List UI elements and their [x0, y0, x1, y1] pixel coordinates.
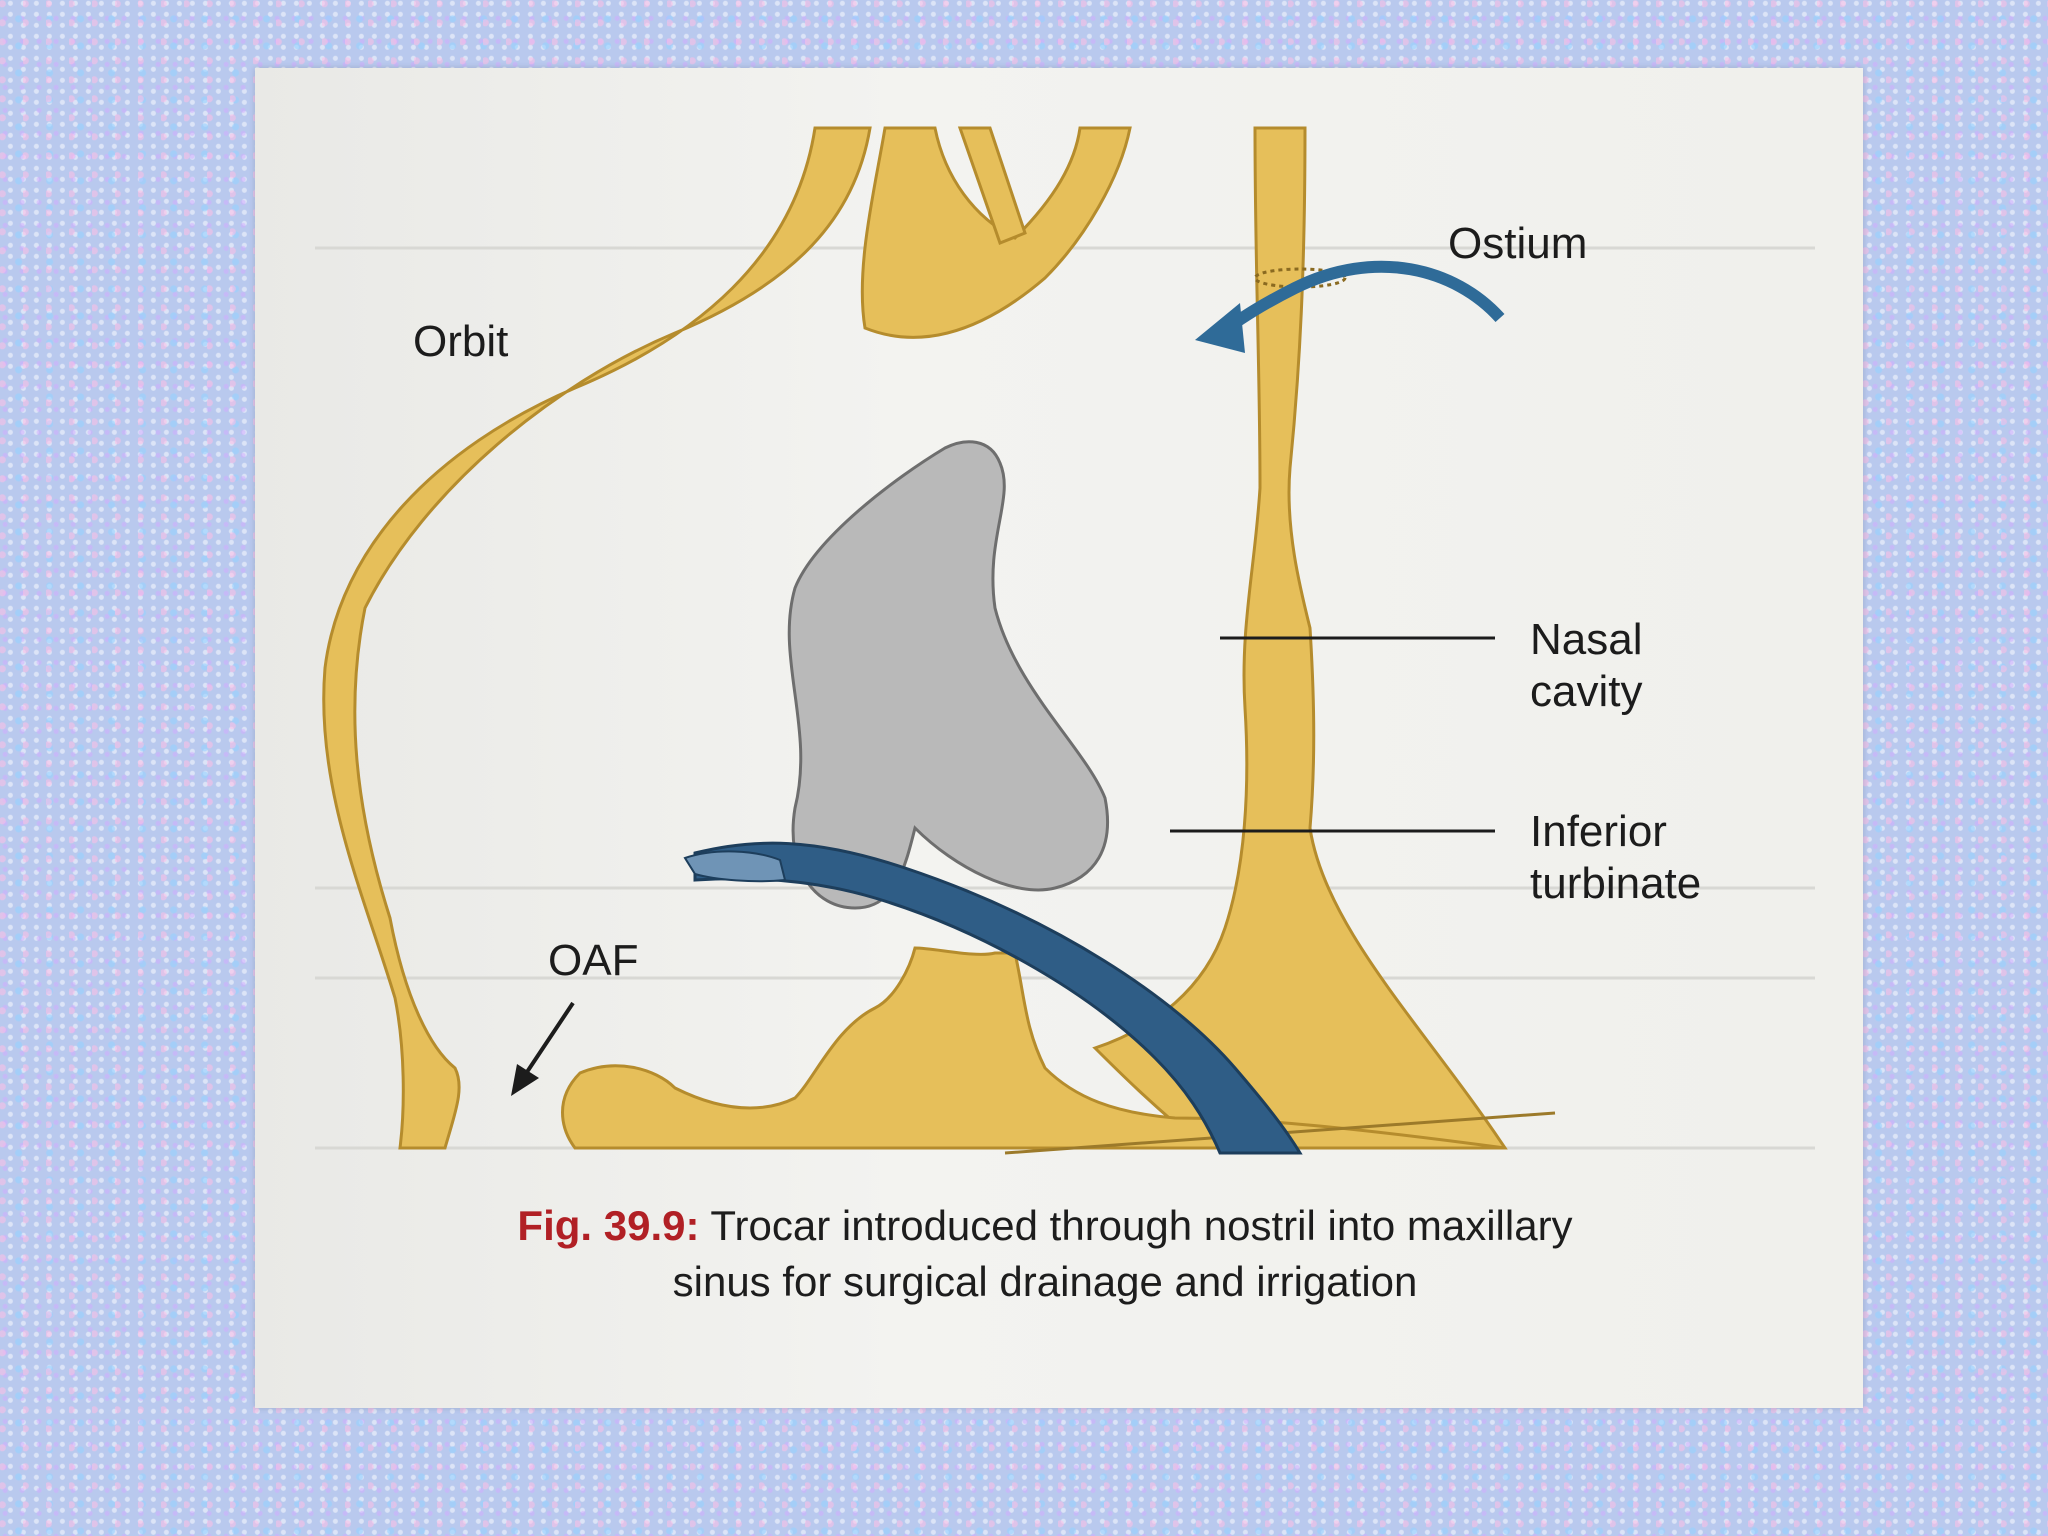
- oaf-arrowhead: [511, 1064, 539, 1096]
- ostium-arrowhead: [1195, 303, 1245, 353]
- label-nasal: Nasal: [1530, 615, 1643, 664]
- upper-bone-branch: [957, 126, 1027, 245]
- inferior-turbinate: [787, 440, 1110, 910]
- maxillary-floor: [561, 946, 1506, 1150]
- label-turbinate: turbinate: [1530, 859, 1702, 908]
- label-oaf: OAF: [548, 936, 639, 985]
- label-cavity: cavity: [1530, 667, 1643, 716]
- label-inferior: Inferior: [1530, 807, 1667, 856]
- textbook-photo: Orbit Ostium Nasal cavity Inferior turbi…: [255, 68, 1863, 1408]
- orbit-wall: [322, 126, 872, 1150]
- caption-line-2: sinus for surgical drainage and irrigati…: [672, 1258, 1418, 1305]
- figure-caption: Fig. 39.9: Trocar introduced through nos…: [335, 1198, 1755, 1310]
- label-ostium: Ostium: [1448, 219, 1588, 268]
- figure-number: Fig. 39.9:: [517, 1202, 700, 1249]
- trocar-tip: [683, 850, 787, 883]
- oaf-arrow-line: [521, 1001, 575, 1080]
- caption-line-1: Trocar introduced through nostril into m…: [710, 1202, 1573, 1249]
- label-orbit: Orbit: [413, 317, 509, 366]
- ostium-marker: [1253, 267, 1347, 289]
- sinus-diagram: [315, 126, 1815, 1155]
